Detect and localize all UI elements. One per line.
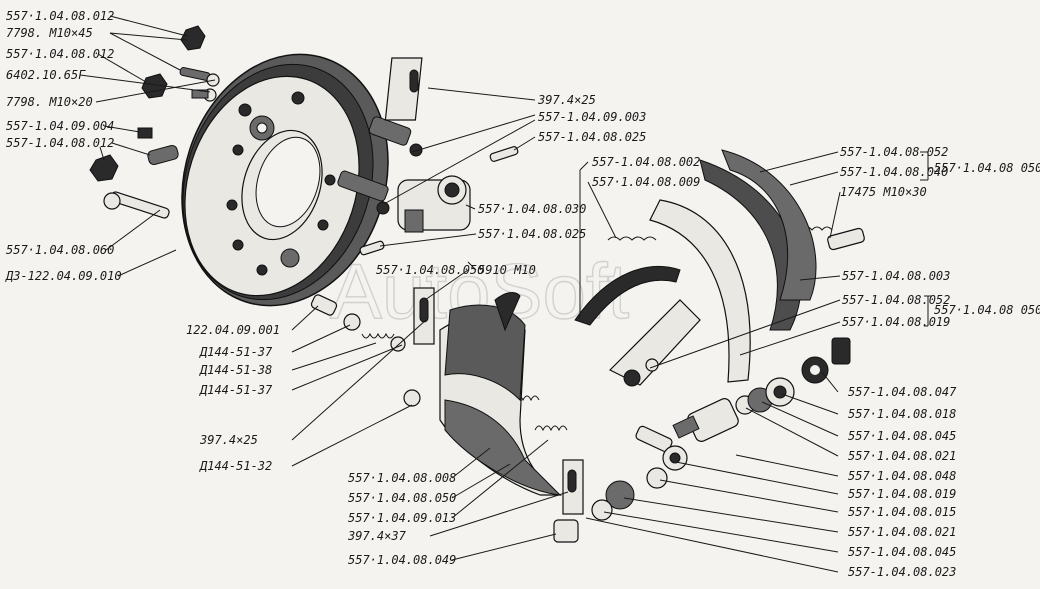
part-label: 397.4×25 <box>537 93 596 107</box>
part-label: 557·1.04.08.050 <box>348 491 456 505</box>
part-label: 557·1.04.08 050 <box>934 161 1040 175</box>
part-label: Д144-51-32 <box>199 459 272 473</box>
adjuster-assembly <box>310 227 865 543</box>
retaining-pins <box>384 57 584 515</box>
part-label: 17475 M10×30 <box>840 185 927 199</box>
part-label: 557·1.04.08.019 <box>842 315 950 329</box>
part-label: 557·1.04.08.021 <box>848 525 956 539</box>
part-label: 557-1.04.08.045 <box>848 545 956 559</box>
part-label: Д3-122.04.09.010 <box>5 269 122 283</box>
part-label: 557-1.04.08.023 <box>848 565 956 579</box>
part-label: 557·1.04.08.018 <box>848 407 956 421</box>
part-label: 557·1.04.08.019 <box>848 487 956 501</box>
part-label: 557·1.04.08.060 <box>6 243 114 257</box>
part-label: Д144-51-37 <box>199 383 273 397</box>
part-label: 557·1.04.08.030 <box>478 202 586 216</box>
part-label: 557·1.04.08.025 <box>478 227 586 241</box>
lower-brake-shoe <box>439 292 562 496</box>
part-label: 557·1.04.09.013 <box>348 511 456 525</box>
part-label: 397.4×37 <box>347 529 407 543</box>
part-label: 557-1.04.08.052 <box>840 145 948 159</box>
top-left-hardware <box>89 25 220 219</box>
part-label: 557·1.04.08.008 <box>348 471 456 485</box>
part-label: 557-1.04.08.040 <box>840 165 948 179</box>
part-label: 122.04.09.001 <box>186 323 280 337</box>
leader-lines <box>79 15 932 573</box>
wheel-cylinder <box>337 116 519 256</box>
part-label: 557·1.04.08.045 <box>848 429 956 443</box>
part-label: 557-1.04.08.047 <box>848 385 957 399</box>
part-label: 557-1.04.08.003 <box>842 269 950 283</box>
part-label: 6402.10.65Г <box>6 68 86 82</box>
part-label: Д144-51-37 <box>199 345 273 359</box>
part-label: 397.4×25 <box>199 433 258 447</box>
part-label: 557·1.04.08.015 <box>848 505 956 519</box>
part-label: 557·1.04.08.012 <box>6 47 114 61</box>
part-label: 7798. M10×45 <box>6 26 93 40</box>
part-label: 557·1.04.08 050 <box>934 303 1040 317</box>
brake-backing-plate <box>181 53 389 307</box>
part-label: 557-1.04.08.012 <box>6 136 114 150</box>
part-label: 7798. M10×20 <box>6 95 93 109</box>
part-label: 557·1.04.08.050 <box>376 263 484 277</box>
part-label: 557·1.04.08.049 <box>348 553 456 567</box>
part-label: 557·1.04.08.012 <box>6 9 114 23</box>
part-label: 557-1.04.08.025 <box>538 130 646 144</box>
part-label: 557-1.04.09.004 <box>6 119 114 133</box>
part-label: 557-1.04.09.003 <box>538 110 646 124</box>
part-label: 557·1.04.08.021 <box>848 449 956 463</box>
part-label: 557·1.04.08.009 <box>592 175 700 189</box>
part-labels: 557·1.04.08.012 7798. M10×45 557·1.04.08… <box>5 9 1040 579</box>
part-label: 557-1.04.08.052 <box>842 293 950 307</box>
part-label: 557-1.04.08.002 <box>592 155 700 169</box>
part-label: 5910 M10 <box>478 263 536 277</box>
upper-brake-shoe <box>574 149 817 387</box>
part-label: Д144-51-38 <box>199 363 272 377</box>
part-label: 557·1.04.08.048 <box>848 469 956 483</box>
